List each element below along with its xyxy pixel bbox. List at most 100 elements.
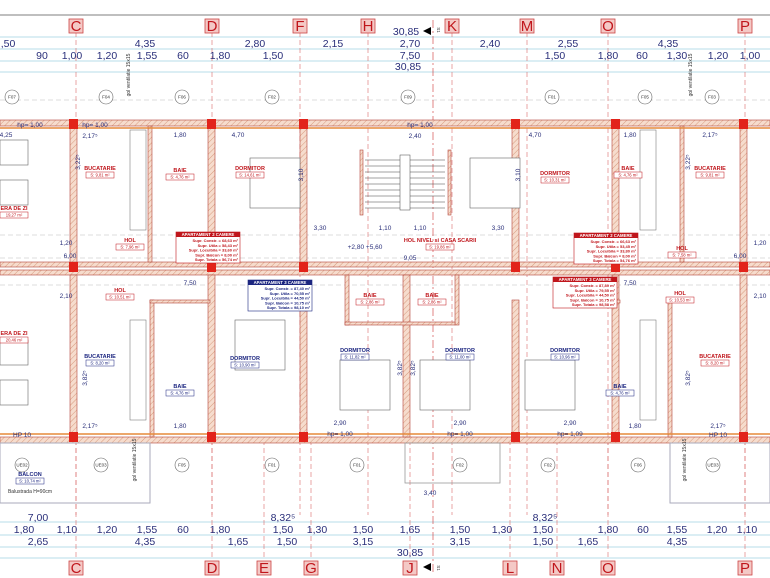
- room-name: HOL: [124, 238, 136, 244]
- axis-label-F: F: [295, 18, 304, 35]
- apartment-summary-header: [553, 277, 617, 282]
- room-area: 19,27 m²: [6, 213, 23, 218]
- apartment-stat: Supr. Locuibila = 33,80 m²: [587, 249, 637, 254]
- column: [611, 119, 620, 129]
- room-area-box: [540, 176, 570, 184]
- room-area: S: 2,86 m²: [422, 300, 442, 305]
- axis-marker: [68, 18, 84, 34]
- room-name: BAIE: [425, 293, 438, 299]
- axis-label-P: P: [740, 560, 750, 577]
- dimension-text: 90: [36, 50, 48, 62]
- axis-marker: [519, 18, 535, 34]
- wall: [679, 125, 685, 263]
- axis-label-N: N: [552, 560, 563, 577]
- inner-dimension: 2,90: [334, 420, 347, 427]
- room-area: S: 9,81 m²: [90, 173, 110, 178]
- dimension-text: 1,65: [400, 524, 421, 536]
- room-area-box: [85, 171, 115, 179]
- room-area-box: [417, 298, 447, 306]
- room-area-box: [0, 336, 29, 344]
- dimension-text: 3,15: [450, 536, 471, 548]
- dimension-text: 1,50: [533, 536, 554, 548]
- window-tag-circle: [98, 89, 114, 105]
- window-tag-circle: [452, 457, 468, 473]
- axis-label-G: G: [305, 560, 317, 577]
- room-area-box: [85, 359, 115, 367]
- inner-dimension: 3,82⁵: [82, 370, 89, 386]
- dimension-text: 7,50: [400, 50, 421, 62]
- inner-dimension: hp= 1,00: [327, 431, 353, 438]
- room-name: ERA DE ZI: [1, 331, 28, 337]
- room-name: DORMITOR: [340, 348, 370, 354]
- room-area: S: 2,86 m²: [360, 300, 380, 305]
- room-name: DORMITOR: [550, 348, 580, 354]
- wall: [447, 149, 452, 216]
- inner-dimension: 6,00: [64, 253, 77, 260]
- wall: [147, 125, 153, 263]
- room-area-box: [445, 353, 475, 361]
- dimension-text: 3,15: [353, 536, 374, 548]
- dimension-total: 30,85: [397, 547, 423, 559]
- room-name: BUCATARIE: [84, 354, 116, 360]
- room-area-box: [605, 389, 635, 397]
- axis-label-J: J: [406, 560, 414, 577]
- inner-dimension: 2,10: [60, 293, 73, 300]
- inner-dimension: 3,30: [492, 225, 505, 232]
- window-tag: F09: [404, 95, 412, 100]
- window-tag-circle: [705, 457, 721, 473]
- dimension-text: 1,65: [578, 536, 599, 548]
- column: [207, 119, 216, 129]
- dimension-text: 1,80: [598, 524, 619, 536]
- room-area: S: 8,20 m²: [90, 361, 110, 366]
- inner-dimension: 1,10: [379, 225, 392, 232]
- room-name: BAIE: [363, 293, 376, 299]
- bed: [469, 157, 521, 209]
- apartment-summary-header: [176, 232, 240, 237]
- room-area-box: [235, 171, 265, 179]
- room-area-box: [105, 293, 135, 301]
- room-area-box: [667, 251, 697, 259]
- window-tag-circle: [264, 89, 280, 105]
- room-area: S: 8,20 m²: [705, 361, 725, 366]
- room-area: S: 14,61 m²: [239, 173, 261, 178]
- dimension-text: 1,55: [137, 50, 158, 62]
- dimension-text: 2,80: [245, 38, 266, 50]
- apartment-stat: Supr. Totala = 98,58 m²: [572, 302, 616, 307]
- room-area-box: [695, 171, 725, 179]
- apartment-summary-header: [248, 280, 312, 285]
- axis-marker: [360, 18, 376, 34]
- window-tag-circle: [174, 89, 190, 105]
- column: [299, 432, 308, 442]
- room-name: BUCATARIE: [694, 166, 726, 172]
- wall: [0, 269, 770, 276]
- window-tag-circle: [400, 89, 416, 105]
- dimension-text: 1,20: [708, 50, 729, 62]
- room-name: BAIE: [613, 384, 626, 390]
- room-area: S: 10,31 m²: [544, 178, 566, 183]
- balcony-note: Balustrada H=90cm: [8, 489, 52, 495]
- inner-dimension: 3,82⁵: [397, 360, 404, 376]
- apartment-summary-header: [574, 233, 638, 238]
- apartment-stat: Supr. Constr. = 87,40 m²: [265, 286, 311, 291]
- axis-marker: [502, 560, 518, 576]
- apartment-stat: Supr. Totala = 98,10 m²: [267, 305, 311, 310]
- ventilation-label: gol ventilatie 15x15: [688, 53, 694, 96]
- dimension-text: 1,50: [450, 524, 471, 536]
- room-area: S: 9,81 m²: [700, 173, 720, 178]
- axis-label-O: O: [602, 18, 614, 35]
- dimension-text: 1,20: [97, 50, 118, 62]
- apartment-stat: Supr. Utila = 58,43 m²: [198, 243, 239, 248]
- room-area-box: [550, 353, 580, 361]
- apartment-stat: Supr. Balcon = 10,75 m²: [570, 297, 616, 302]
- room-area: S: 4,76 m²: [170, 175, 190, 180]
- axis-marker: [737, 18, 753, 34]
- wall: [359, 149, 364, 216]
- axis-label-D: D: [207, 560, 218, 577]
- ventilation-label: gol ventilatie 15x15: [132, 438, 138, 481]
- wall: [511, 299, 520, 438]
- apartment-stat: Supr. Utila = 70,55 m²: [270, 291, 311, 296]
- room-name: BALCON: [18, 472, 42, 478]
- kitchen-counter: [639, 129, 657, 231]
- column: [611, 262, 620, 272]
